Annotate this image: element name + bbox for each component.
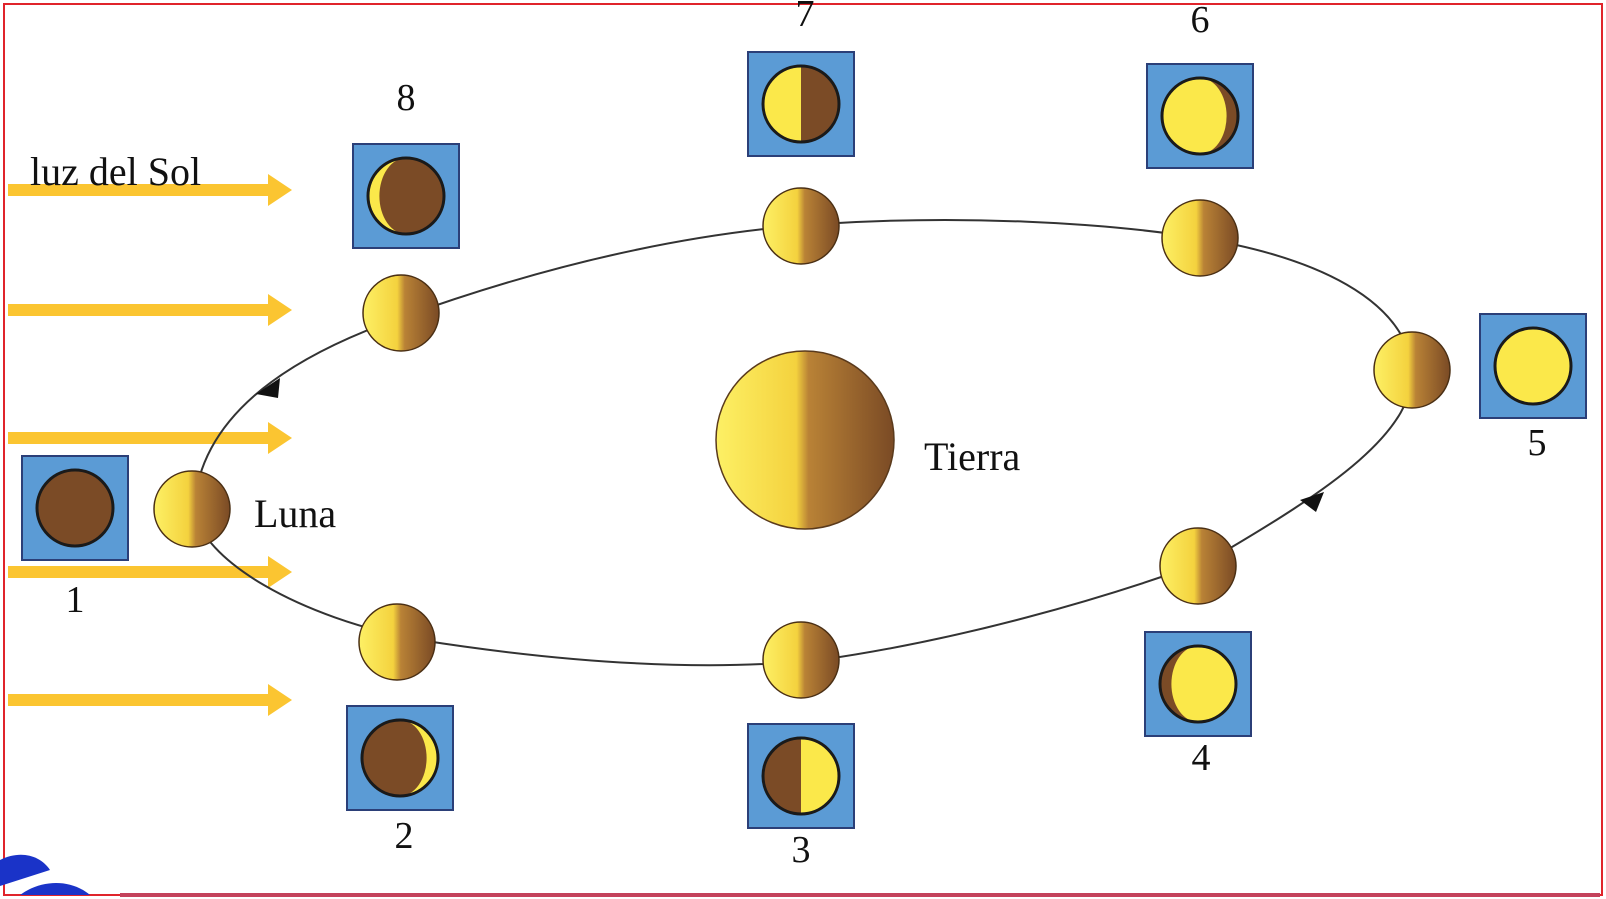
phase-moon-outline	[1160, 76, 1240, 156]
phase-moon-lit	[801, 738, 839, 814]
phase-moon-lit	[368, 158, 406, 234]
phase-moon-outline	[1493, 326, 1573, 406]
earth	[715, 350, 895, 530]
sunlight-arrow	[8, 556, 292, 588]
phase-moon-outline	[366, 156, 446, 236]
phase-number: 5	[1528, 422, 1547, 464]
orbit-moon	[358, 603, 436, 681]
sunlight-arrow	[8, 684, 292, 716]
sunlight-arrow	[8, 294, 292, 326]
phase-number: 3	[792, 829, 811, 871]
phase-moon-dark	[1495, 328, 1571, 404]
sunlight-label: luz del Sol	[30, 149, 201, 194]
phase-moon-outline	[360, 718, 440, 798]
phase-moon-lit	[400, 720, 438, 796]
phase-moon-outline	[761, 64, 841, 144]
orbit-moon	[1161, 199, 1239, 277]
orbit-direction-arrow	[1300, 492, 1324, 512]
phase-number: 1	[66, 579, 85, 621]
bottom-stripe	[120, 893, 1600, 897]
phase-moon-lit	[1171, 646, 1236, 722]
publisher-logo	[20, 882, 90, 895]
phase-moon-lit	[1162, 78, 1227, 154]
phase-moon-outline	[761, 736, 841, 816]
phase-moon-dark	[362, 720, 438, 796]
orbit-moon	[362, 274, 440, 352]
phase-moon-outline	[1158, 644, 1238, 724]
orbit-moons	[153, 187, 1451, 699]
phase-moon-dark	[37, 470, 113, 546]
orbit-moon	[1373, 331, 1451, 409]
phase-number: 8	[397, 77, 416, 119]
orbit-moon	[762, 187, 840, 265]
publisher-logo	[0, 854, 50, 886]
phase-number: 6	[1191, 0, 1210, 41]
moon-label: Luna	[254, 491, 336, 536]
phase-number: 4	[1192, 737, 1211, 779]
phase-number: 2	[395, 815, 414, 857]
phase-number: 7	[796, 0, 815, 35]
sunlight-arrow	[8, 422, 292, 454]
phase-moon-lit	[763, 66, 801, 142]
orbit-direction-arrow	[256, 378, 280, 398]
sunlight-arrows	[8, 174, 292, 716]
sunlight-arrow	[8, 174, 292, 206]
phase-moon-dark	[368, 158, 444, 234]
orbit-moon	[153, 470, 231, 548]
orbit-moon	[762, 621, 840, 699]
orbit-moon	[1159, 527, 1237, 605]
phase-boxes: 1 2 3 4 5 6 7 8	[21, 0, 1587, 871]
phase-moon-outline	[35, 468, 115, 548]
earth-label: Tierra	[924, 434, 1021, 479]
